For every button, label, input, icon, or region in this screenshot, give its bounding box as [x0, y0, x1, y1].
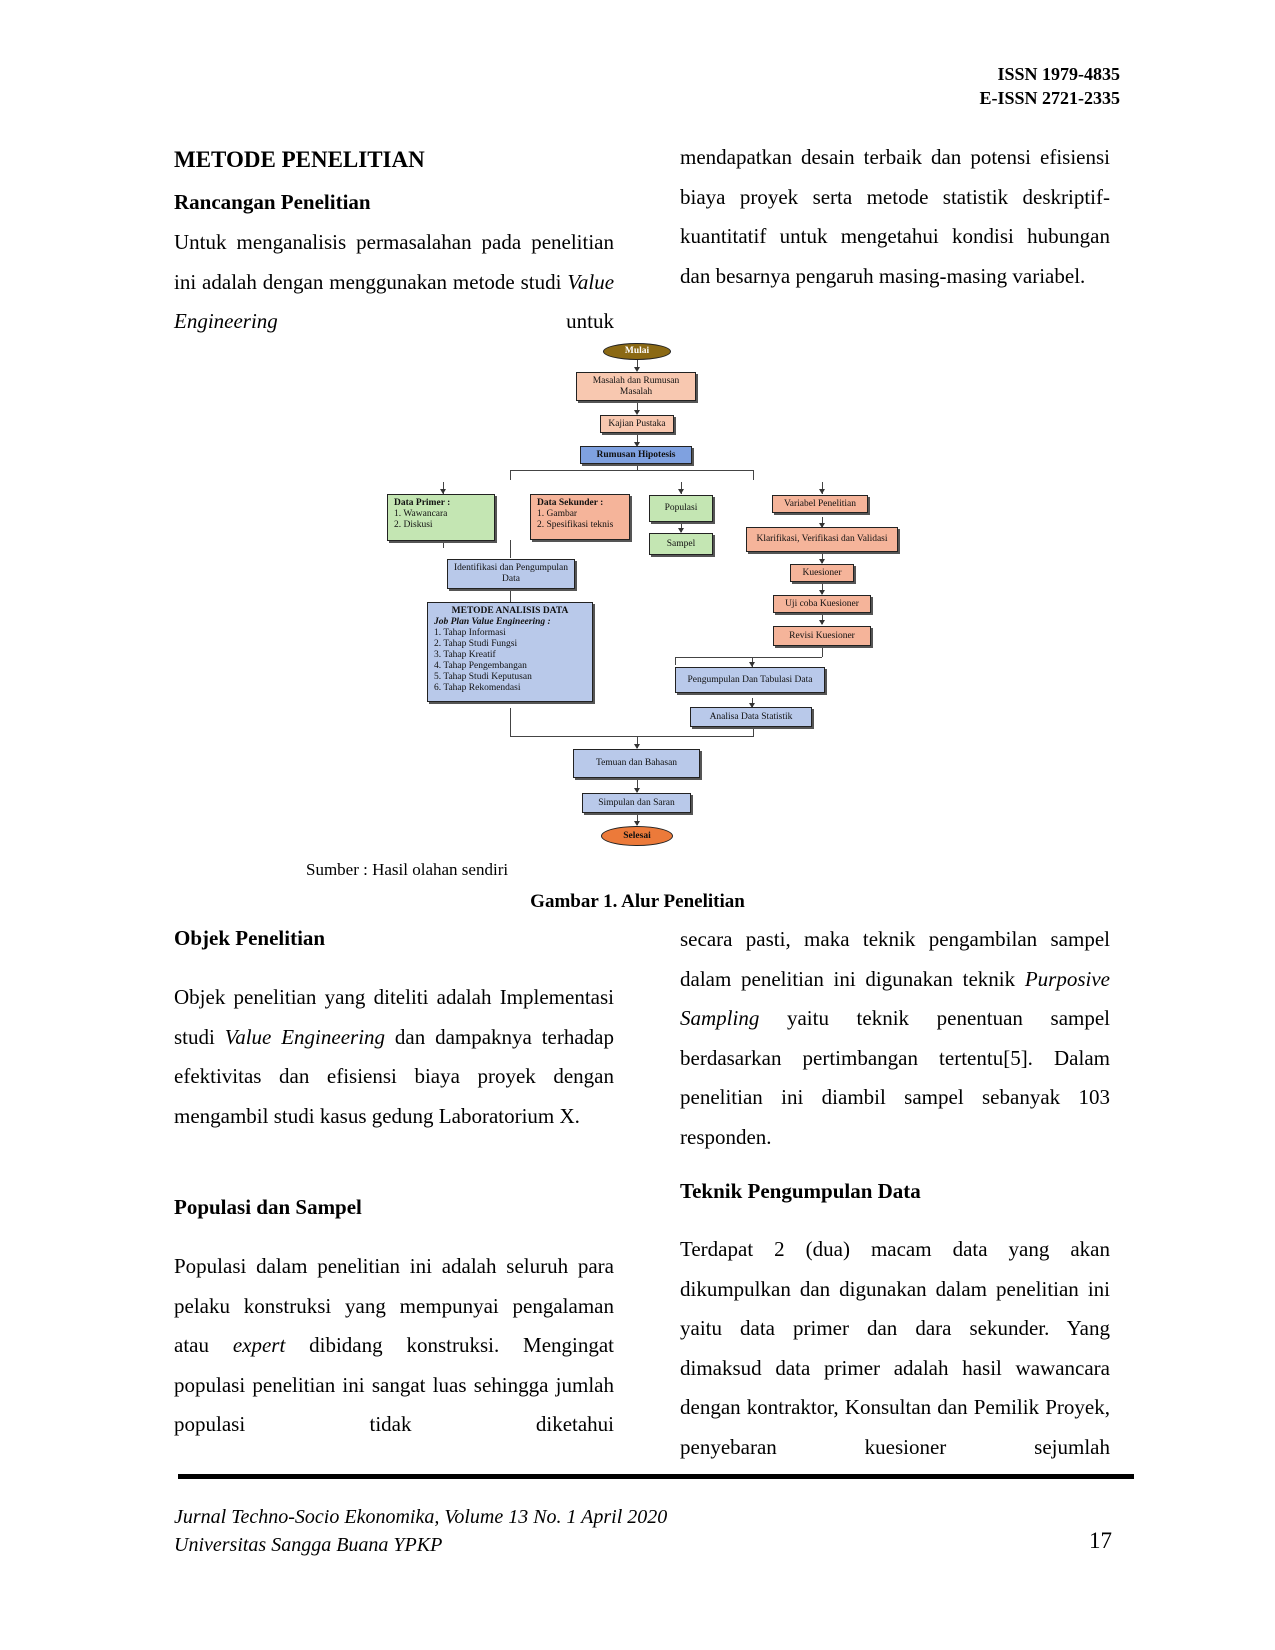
section-heading-metode: METODE PENELITIAN [174, 147, 425, 172]
fc-simpulan: Simpulan dan Saran [582, 793, 691, 813]
fc-metode-item: 1. Tahap Informasi [434, 628, 506, 638]
fc-metode-item: 3. Tahap Kreatif [434, 650, 496, 660]
figure-source: Sumber : Hasil olahan sendiri [306, 860, 509, 879]
flowchart: Mulai Masalah dan Rumusan Masalah Kajian… [387, 343, 898, 846]
fc-end: Selesai [601, 826, 673, 846]
fc-sekunder-title: Data Sekunder : [537, 498, 604, 508]
fc-kajian: Kajian Pustaka [600, 415, 674, 433]
fc-pengumpulan: Pengumpulan Dan Tabulasi Data [675, 667, 825, 693]
fc-metode-item: 4. Tahap Pengembangan [434, 661, 527, 671]
subheading-populasi: Populasi dan Sampel [174, 1195, 362, 1219]
fc-metode-title: METODE ANALISIS DATA [451, 606, 569, 616]
fc-revisi: Revisi Kuesioner [773, 626, 871, 646]
fc-uji-coba: Uji coba Kuesioner [773, 595, 871, 613]
fc-data-primer: Data Primer : 1. Wawancara 2. Diskusi [387, 494, 495, 541]
fc-metode-subtitle: Job Plan Value Engineering : [434, 617, 551, 627]
right-column-intro: mendapatkan desain terbaik dan potensi e… [680, 138, 1110, 296]
issn-block: ISSN 1979-4835 E-ISSN 2721-2335 [979, 62, 1120, 110]
intro-text-1: Untuk menganalisis permasalahan pada pen… [174, 230, 614, 294]
fc-sekunder-item: 1. Gambar [537, 509, 578, 519]
footer-journal-block: Jurnal Techno-Socio Ekonomika, Volume 13… [174, 1503, 667, 1559]
fc-analisa: Analisa Data Statistik [690, 707, 812, 727]
sampel-text-1: secara pasti, maka teknik pengambilan sa… [680, 927, 1110, 991]
fc-primer-item: 2. Diskusi [394, 520, 433, 530]
sampel-paragraph: secara pasti, maka teknik pengambilan sa… [680, 920, 1110, 1157]
fc-primer-item: 1. Wawancara [394, 509, 448, 519]
sampel-text-2: yaitu teknik penentuan sampel berdasarka… [680, 1006, 1111, 1149]
issn: ISSN 1979-4835 [997, 64, 1120, 84]
subheading-rancangan: Rancangan Penelitian [174, 190, 371, 214]
intro-text-2: untuk [566, 309, 614, 333]
populasi-italic: expert [232, 1333, 286, 1357]
fc-variabel: Variabel Penelitian [772, 495, 868, 513]
figure-caption: Gambar 1. Alur Penelitian [530, 891, 745, 912]
fc-metode-analisis: METODE ANALISIS DATA Job Plan Value Engi… [427, 602, 593, 702]
fc-metode-item: 2. Tahap Studi Fungsi [434, 639, 518, 649]
fc-masalah: Masalah dan Rumusan Masalah [576, 372, 696, 401]
footer-rule [178, 1474, 1134, 1479]
fc-data-sekunder: Data Sekunder : 1. Gambar 2. Spesifikasi… [530, 494, 630, 540]
objek-italic: Value Engineering [224, 1024, 386, 1049]
fc-klarifikasi: Klarifikasi, Verifikasi dan Validasi [746, 527, 898, 552]
fc-temuan: Temuan dan Bahasan [573, 749, 700, 778]
page-number: 17 [1089, 1528, 1112, 1553]
fc-sekunder-item: 2. Spesifikasi teknis [537, 520, 614, 530]
objek-text-1: Objek penelitian yang diteliti adalah Im… [174, 985, 614, 1049]
subheading-teknik: Teknik Pengumpulan Data [680, 1179, 921, 1203]
fc-metode-item: 6. Tahap Rekomendasi [434, 683, 521, 693]
fc-sampel: Sampel [649, 533, 713, 555]
intro-italic: Value Engineering [174, 269, 615, 334]
footer-university: Universitas Sangga Buana YPKP [174, 1534, 443, 1556]
fc-kuesioner: Kuesioner [790, 564, 854, 582]
objek-text-2: dan dampaknya terhadap efektivitas dan e… [174, 1024, 615, 1128]
populasi-text-1: Populasi dalam penelitian ini adalah sel… [174, 1254, 614, 1357]
left-column-intro: Untuk menganalisis permasalahan pada pen… [174, 223, 614, 342]
subheading-objek: Objek Penelitian [174, 926, 326, 950]
footer-journal: Jurnal Techno-Socio Ekonomika, Volume 13… [174, 1506, 668, 1528]
fc-populasi: Populasi [649, 495, 713, 522]
objek-paragraph: Objek penelitian yang diteliti adalah Im… [174, 978, 614, 1136]
populasi-text-2: dibidang konstruksi. Mengingat populasi … [174, 1333, 615, 1436]
sampel-italic: Purposive Sampling [680, 966, 1110, 1031]
fc-metode-item: 5. Tahap Studi Keputusan [434, 672, 532, 682]
teknik-paragraph: Terdapat 2 (dua) macam data yang akan di… [680, 1230, 1110, 1467]
fc-primer-title: Data Primer : [394, 498, 451, 508]
populasi-paragraph: Populasi dalam penelitian ini adalah sel… [174, 1247, 614, 1445]
fc-hipotesis: Rumusan Hipotesis [580, 446, 692, 464]
eissn: E-ISSN 2721-2335 [979, 88, 1120, 108]
fc-start: Mulai [603, 343, 671, 360]
intro-right-text: mendapatkan desain terbaik dan potensi e… [680, 145, 1110, 288]
fc-identifikasi: Identifikasi dan Pengumpulan Data [447, 559, 575, 589]
teknik-text: Terdapat 2 (dua) macam data yang akan di… [680, 1237, 1110, 1459]
